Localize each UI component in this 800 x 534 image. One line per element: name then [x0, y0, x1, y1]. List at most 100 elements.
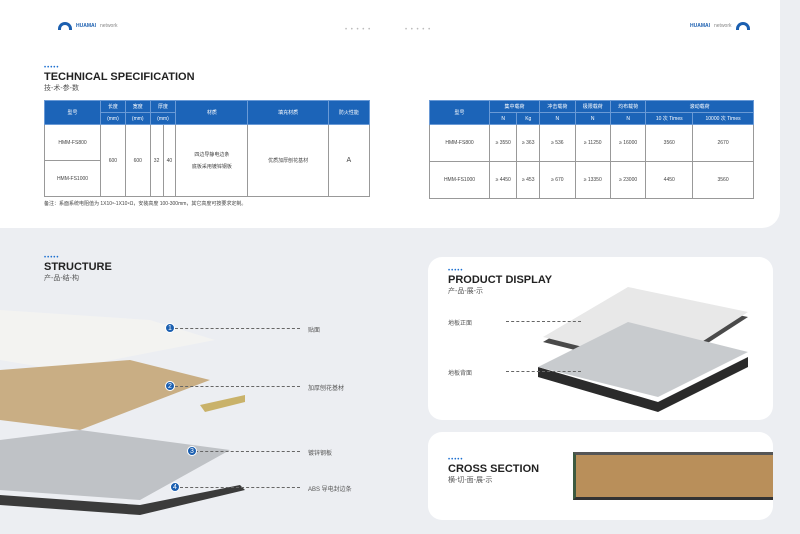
- th: (mm): [149, 112, 177, 125]
- logo-arc-icon: [735, 22, 750, 30]
- cell: 600: [124, 124, 151, 197]
- logo-right: HUAMAI network: [690, 22, 750, 30]
- cell: ≥ 363: [516, 124, 541, 162]
- cell: 3560: [692, 161, 754, 199]
- subtitle: 产-品-展-示: [448, 288, 483, 295]
- cell: ≥ 670: [539, 161, 576, 199]
- dots: • • • • •: [345, 27, 372, 33]
- abs-edge: [0, 485, 245, 515]
- th: 型号: [429, 100, 490, 125]
- cell: HMM-FS1000: [429, 161, 490, 199]
- marker-3: 3: [187, 446, 197, 456]
- cell: HMM-FS800: [429, 124, 490, 162]
- top-sheet: [0, 310, 215, 370]
- subtitle: 产-品-结-构: [44, 275, 79, 282]
- marker-4: 4: [170, 482, 180, 492]
- th: 10 次 Times: [645, 112, 694, 125]
- cell: 4450: [645, 161, 694, 199]
- cell: 32: [149, 124, 164, 197]
- brand-sub: network: [714, 23, 732, 29]
- particle-board: [0, 360, 210, 430]
- th: 极限载荷: [574, 100, 611, 113]
- th: N: [539, 112, 576, 125]
- cell: ≥ 453: [516, 161, 541, 199]
- brand: HUAMAI: [76, 23, 96, 29]
- logo-left: HUAMAI network: [58, 22, 118, 30]
- cell: ≥ 4450: [488, 161, 518, 199]
- th: 型号: [44, 100, 101, 125]
- cell: 优质加厚刨花基材: [247, 124, 329, 197]
- th: 10000 次 Times: [692, 112, 754, 125]
- text: 底板采用镀锌钢板: [191, 164, 232, 170]
- leader-line: [506, 321, 581, 322]
- th: 均布载荷: [609, 100, 647, 113]
- th: 集中载荷: [488, 100, 541, 113]
- th: (mm): [124, 112, 151, 125]
- product-illustration: [538, 287, 748, 412]
- structure-illustration: [0, 310, 245, 515]
- th: 材质: [175, 100, 249, 125]
- title: STRUCTURE: [44, 261, 112, 273]
- marker-1: 1: [165, 323, 175, 333]
- cell: A: [327, 124, 371, 197]
- title: CROSS SECTION: [448, 463, 540, 475]
- layer-label: 贴面: [308, 328, 321, 334]
- model: HMM-FS1000: [44, 160, 101, 197]
- layer-label: 加厚刨花基材: [308, 386, 345, 392]
- subtitle: 技-术-参-数: [44, 85, 79, 92]
- cell: 2670: [692, 124, 754, 162]
- edge-strip: [200, 395, 245, 412]
- th: 厚度: [149, 100, 177, 113]
- cell: ≥ 16000: [609, 124, 647, 162]
- th: 宽度: [124, 100, 151, 113]
- th: 填充材质: [247, 100, 329, 125]
- title: PRODUCT DISPLAY: [448, 274, 553, 286]
- leader-line: [175, 328, 300, 329]
- brand-sub: network: [100, 23, 118, 29]
- dots: • • • • •: [405, 27, 432, 33]
- leader-line: [180, 487, 300, 488]
- layer-label: 镀锌钢板: [308, 451, 333, 457]
- cell: ≥ 13350: [574, 161, 611, 199]
- th: (mm): [100, 112, 126, 125]
- brand: HUAMAI: [690, 23, 710, 29]
- cross-section-image: [573, 452, 773, 500]
- logo-arc-icon: [58, 22, 72, 30]
- th: N: [609, 112, 647, 125]
- front-label: 地板正面: [448, 321, 473, 327]
- leader-line: [175, 386, 300, 387]
- cell: ≥ 3550: [488, 124, 518, 162]
- leader-line: [506, 371, 581, 372]
- layer-label: ABS 导电封边条: [308, 487, 352, 493]
- cell: 3560: [645, 124, 694, 162]
- th: N: [488, 112, 518, 125]
- th: 冲击载荷: [539, 100, 576, 113]
- th: N: [574, 112, 611, 125]
- th: Kg: [516, 112, 541, 125]
- note: 备注：系面系统电阻值为 1X10⁶-1X10⁹Ω，安装高度 100-300mm，…: [44, 201, 247, 207]
- cell: ≥ 11250: [574, 124, 611, 162]
- text: 四边导静电边条: [194, 152, 230, 158]
- back-label: 地板背面: [448, 371, 473, 377]
- cell: 600: [100, 124, 126, 197]
- cell: 四边导静电边条底板采用镀锌钢板: [175, 124, 249, 197]
- cell: ≥ 536: [539, 124, 576, 162]
- title: TECHNICAL SPECIFICATION: [44, 71, 195, 83]
- leader-line: [195, 451, 300, 452]
- cell: ≥ 23000: [609, 161, 647, 199]
- steel-plate: [0, 430, 230, 500]
- th: 防火性能: [327, 100, 371, 125]
- cell: 40: [162, 124, 177, 197]
- spec-table: 型号长度宽度厚度材质填充材质防火性能 (mm)(mm)(mm) HMM-FS80…: [44, 100, 371, 197]
- th: 滚动载荷: [645, 100, 754, 113]
- model: HMM-FS800: [44, 124, 101, 161]
- subtitle: 横-切-面-展-示: [448, 477, 493, 484]
- th: 长度: [100, 100, 126, 113]
